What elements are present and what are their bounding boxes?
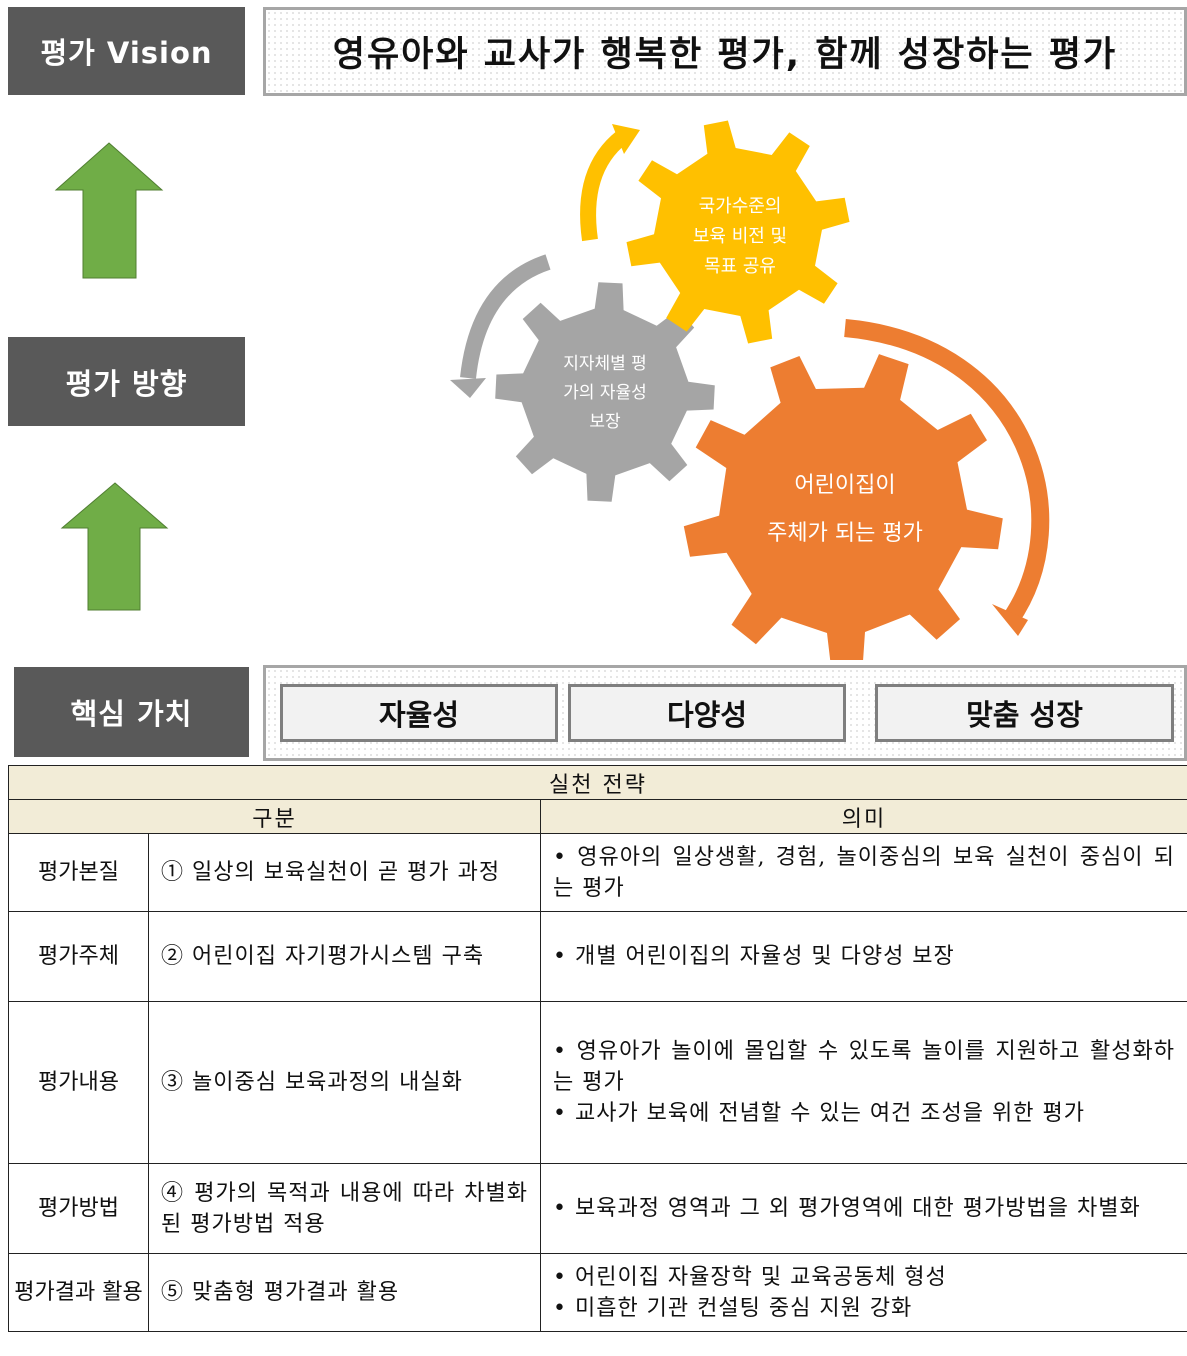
strategy-table: 실천 전략 구분 의미 평가본질 ① 일상의 보육실천이 곧 평가 과정 • 영… <box>7 765 1187 1332</box>
row-category: 평가방법 <box>8 1163 149 1254</box>
meaning-line: • 교사가 보육에 전념할 수 있는 여건 조성을 위한 평가 <box>553 1101 1085 1126</box>
gear-orange-icon <box>683 354 1003 660</box>
meaning-line: • 영유아가 놀이에 몰입할 수 있도록 놀이를 지원하고 활성화하는 평가 <box>553 1039 1176 1095</box>
core-value-growth: 맞춤 성장 <box>875 684 1174 742</box>
row-item: ⑤ 맞춤형 평가결과 활용 <box>148 1253 541 1332</box>
core-values-frame: 자율성 다양성 맞춤 성장 <box>263 665 1187 761</box>
curved-arrow-gray <box>460 254 551 379</box>
header-meaning: 의미 <box>539 799 1187 834</box>
table-row: 평가본질 ① 일상의 보육실천이 곧 평가 과정 • 영유아의 일상생활, 경험… <box>8 833 1187 912</box>
gears-diagram <box>450 120 1050 660</box>
core-value-diversity: 다양성 <box>568 684 846 742</box>
gear-gray-icon <box>495 282 715 502</box>
row-item: ② 어린이집 자기평가시스템 구축 <box>148 911 541 1002</box>
strategy-title: 실천 전략 <box>7 765 1187 800</box>
arrowhead-orange-icon <box>992 604 1028 636</box>
gear-gray-label: 지자체별 평 가의 자율성 보장 <box>563 354 647 432</box>
core-values-label: 핵심 가치 <box>14 667 249 757</box>
row-meaning: • 개별 어린이집의 자율성 및 다양성 보장 <box>539 911 1187 1002</box>
row-category: 평가본질 <box>8 833 149 912</box>
upward-arrows <box>54 142 169 611</box>
vision-frame: 영유아와 교사가 행복한 평가, 함께 성장하는 평가 <box>263 7 1187 96</box>
row-meaning: • 영유아의 일상생활, 경험, 놀이중심의 보육 실천이 중심이 되는 평가 <box>539 833 1187 912</box>
meaning-line: • 어린이집 자율장학 및 교육공동체 형성 <box>553 1264 947 1290</box>
header-category: 구분 <box>8 799 541 834</box>
table-row: 평가주체 ② 어린이집 자기평가시스템 구축 • 개별 어린이집의 자율성 및 … <box>8 911 1187 1002</box>
arrowhead-yellow-icon <box>612 124 640 154</box>
vision-text: 영유아와 교사가 행복한 평가, 함께 성장하는 평가 <box>332 35 1118 75</box>
row-category: 평가결과 활용 <box>8 1253 149 1332</box>
row-item: ③ 놀이중심 보육과정의 내실화 <box>148 1001 541 1164</box>
meaning-line: • 보육과정 영역과 그 외 평가영역에 대한 평가방법을 차별화 <box>553 1196 1141 1221</box>
table-row: 평가결과 활용 ⑤ 맞춤형 평가결과 활용 • 어린이집 자율장학 및 교육공동… <box>8 1253 1187 1332</box>
meaning-line: • 영유아의 일상생활, 경험, 놀이중심의 보육 실천이 중심이 되는 평가 <box>553 844 1176 901</box>
row-item: ① 일상의 보육실천이 곧 평가 과정 <box>148 833 541 912</box>
row-meaning: • 어린이집 자율장학 및 교육공동체 형성 • 미흡한 기관 컨설팅 중심 지… <box>539 1253 1187 1332</box>
gear-yellow-icon <box>626 120 850 344</box>
vision-label: 평가 Vision <box>8 7 245 95</box>
row-category: 평가내용 <box>8 1001 149 1164</box>
curved-arrow-orange <box>844 319 1050 626</box>
up-arrow-icon <box>54 142 164 279</box>
table-row: 평가방법 ④ 평가의 목적과 내용에 따라 차별화된 평가방법 적용 • 보육과… <box>8 1163 1187 1254</box>
curved-arrow-yellow <box>580 130 628 242</box>
gear-orange-label: 어린이집이 주체가 되는 평가 <box>767 473 923 546</box>
row-meaning: • 영유아가 놀이에 몰입할 수 있도록 놀이를 지원하고 활성화하는 평가 •… <box>539 1001 1187 1164</box>
meaning-line: • 미흡한 기관 컨설팅 중심 지원 강화 <box>553 1295 913 1321</box>
row-item: ④ 평가의 목적과 내용에 따라 차별화된 평가방법 적용 <box>148 1163 541 1254</box>
meaning-line: • 개별 어린이집의 자율성 및 다양성 보장 <box>553 944 955 969</box>
core-value-autonomy: 자율성 <box>280 684 558 742</box>
gear-yellow-label: 국가수준의 보육 비전 및 목표 공유 <box>692 196 788 277</box>
arrowhead-gray-icon <box>450 378 486 398</box>
table-row: 평가내용 ③ 놀이중심 보육과정의 내실화 • 영유아가 놀이에 몰입할 수 있… <box>8 1001 1187 1164</box>
row-meaning: • 보육과정 영역과 그 외 평가영역에 대한 평가방법을 차별화 <box>539 1163 1187 1254</box>
direction-label: 평가 방향 <box>8 337 245 426</box>
up-arrow-icon <box>60 482 169 611</box>
row-category: 평가주체 <box>8 911 149 1002</box>
